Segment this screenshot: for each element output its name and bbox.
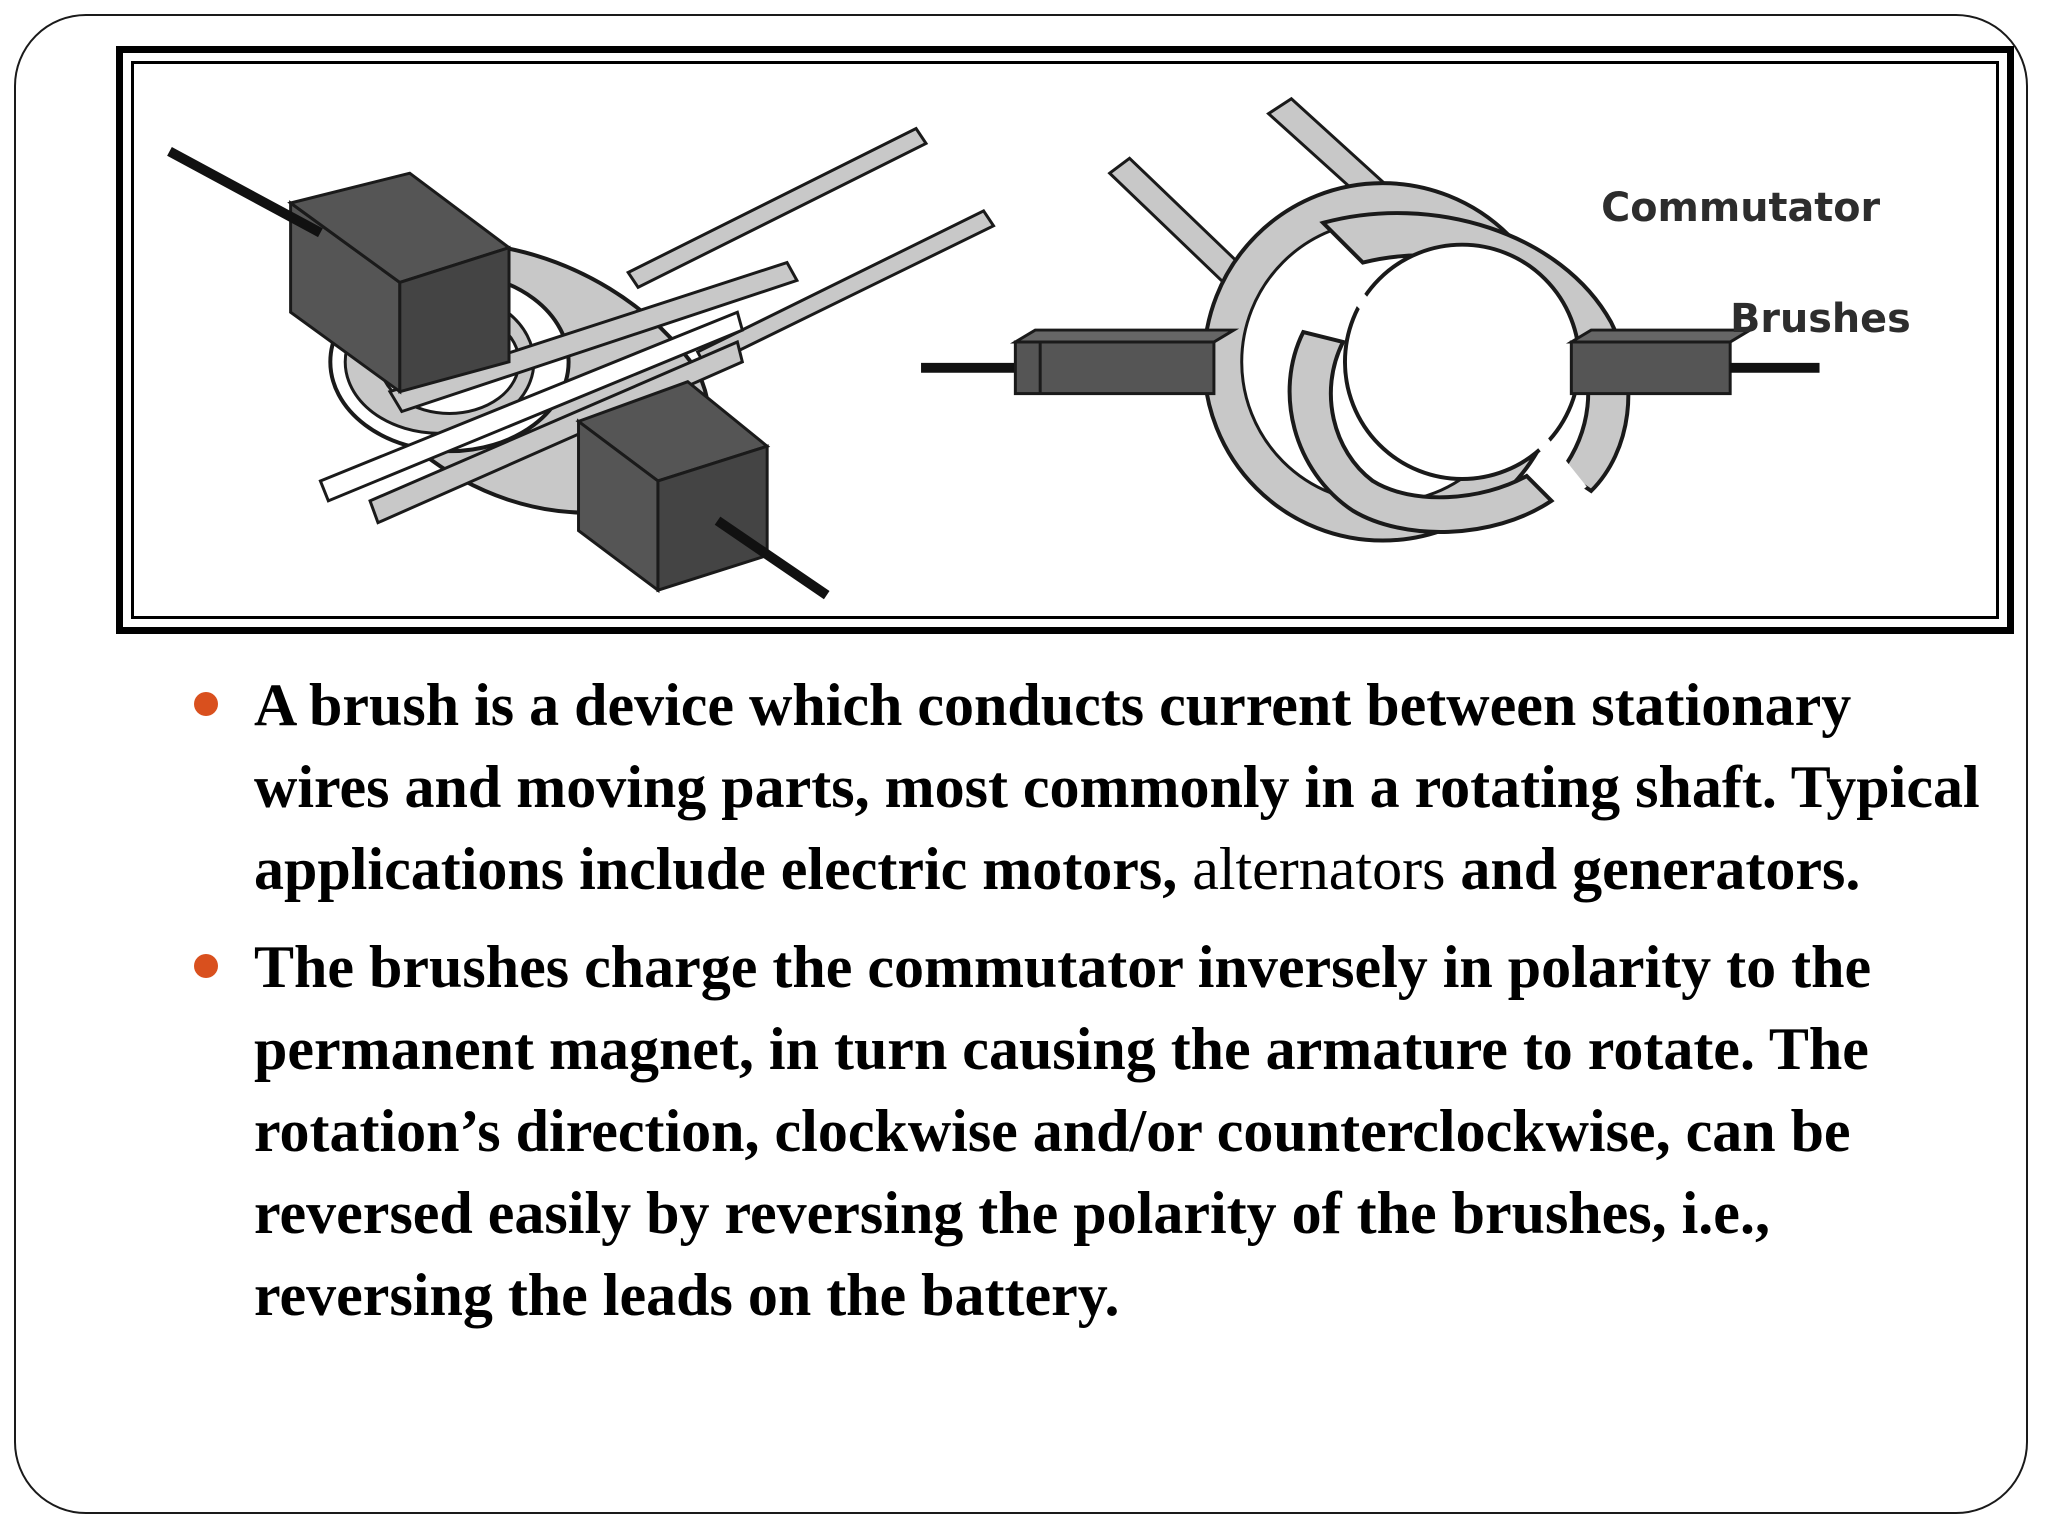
brush-left (1013, 340, 1216, 396)
label-commutator: Commutator (1601, 185, 1880, 231)
commutator-segment-lower (1287, 329, 1555, 534)
bullet-item-brush-definition: A brush is a device which conducts curre… (194, 664, 1984, 910)
diagram-frame: Commutator Brushes (116, 46, 2014, 634)
ring-gap-strip (318, 310, 745, 503)
bullet-item-brush-polarity: The brushes charge the commutator invers… (194, 926, 1984, 1336)
ring-half-upper-strip (387, 260, 800, 414)
bullet-dot-icon (194, 692, 218, 716)
diagram-inner-border: Commutator Brushes (131, 61, 1999, 619)
commutator-brushes-diagram: Commutator Brushes (167, 96, 1911, 600)
bullet-list: A brush is a device which conducts curre… (194, 664, 1984, 1352)
bullet-text-part2: and generators. (1445, 836, 1861, 902)
commutator-gap-upper (1318, 257, 1418, 357)
ring-segment-edge (368, 339, 745, 525)
brush-block-upper-side (398, 245, 511, 394)
split-ring-3d-illustration (167, 126, 996, 600)
shaft-rod-upper (625, 126, 929, 290)
bullet-text-part1: A brush is a device which conducts curre… (254, 672, 1980, 902)
slide-frame: Commutator Brushes A brush is a device w… (14, 14, 2028, 1514)
lead-wire-upper (167, 146, 323, 238)
commutator-gap-lower (1496, 387, 1587, 496)
bullet-text-alternators: alternators (1192, 836, 1446, 902)
bullet-dot-icon (194, 954, 218, 978)
brush-right (1569, 340, 1732, 396)
lead-wire-lower (714, 516, 830, 600)
brush-left-top (1009, 328, 1240, 344)
commutator-flat-illustration: Commutator Brushes (921, 96, 1911, 543)
label-brushes: Brushes (1730, 296, 1911, 342)
bullet-text: The brushes charge the commutator invers… (254, 934, 1872, 1328)
brush-right-top (1565, 328, 1756, 344)
